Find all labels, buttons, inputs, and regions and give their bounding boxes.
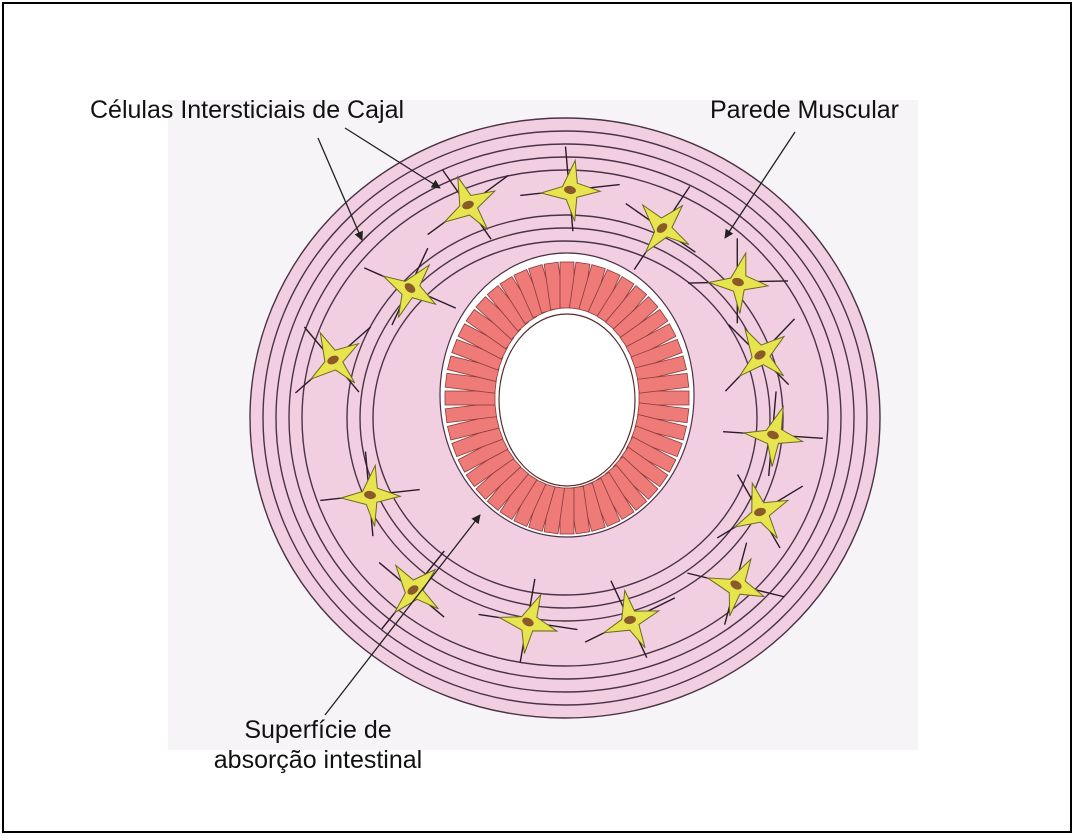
absorption-surface-label: Superfície de absorção intestinal (178, 715, 458, 775)
absorption-label-line-2: absorção intestinal (178, 745, 458, 775)
villus-cell (639, 391, 689, 405)
villus-cell (445, 391, 495, 405)
absorption-surface (440, 253, 694, 537)
cajal-cells-label: Células Intersticiais de Cajal (90, 95, 404, 125)
absorption-label-line-1: Superfície de (178, 715, 458, 745)
intestinal-lumen (499, 314, 635, 486)
muscle-wall-label: Parede Muscular (710, 95, 899, 125)
